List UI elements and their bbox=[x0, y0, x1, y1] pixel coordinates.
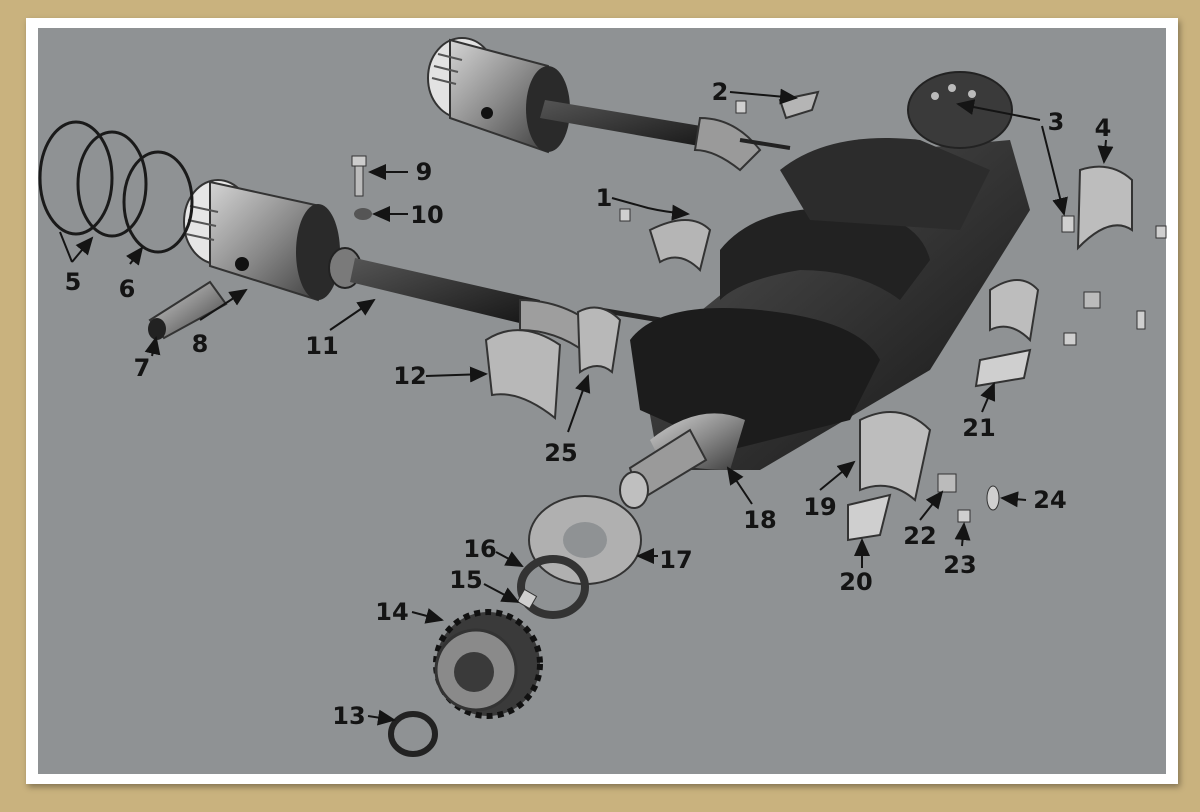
bearing-shells bbox=[484, 90, 1133, 542]
upper-connecting-rod bbox=[540, 100, 791, 172]
lower-connecting-rod bbox=[328, 247, 661, 354]
callout-22: 22 bbox=[903, 522, 937, 550]
callout-1: 1 bbox=[595, 184, 613, 212]
callout-18: 18 bbox=[743, 506, 777, 534]
callout-11: 11 bbox=[305, 332, 339, 360]
lower-piston bbox=[183, 179, 340, 302]
callout-19: 19 bbox=[803, 493, 837, 521]
upper-piston bbox=[427, 37, 570, 154]
callout-20: 20 bbox=[839, 568, 873, 596]
bolt-and-lock bbox=[351, 155, 372, 220]
callout-4: 4 bbox=[1094, 114, 1112, 142]
callout-23: 23 bbox=[943, 551, 977, 579]
callout-9: 9 bbox=[415, 158, 433, 186]
callout-7: 7 bbox=[133, 354, 151, 382]
small-fittings bbox=[619, 100, 1167, 523]
timing-gear bbox=[433, 609, 543, 719]
callout-10: 10 bbox=[410, 201, 444, 229]
callout-17: 17 bbox=[659, 546, 693, 574]
oil-slinger-and-washers bbox=[516, 495, 642, 619]
callout-6: 6 bbox=[118, 275, 136, 303]
callout-3: 3 bbox=[1047, 108, 1065, 136]
callout-5: 5 bbox=[64, 268, 82, 296]
leader-arrows bbox=[59, 88, 1114, 726]
crankshaft bbox=[619, 71, 1030, 509]
snap-ring bbox=[388, 711, 438, 757]
callout-13: 13 bbox=[332, 702, 366, 730]
callout-14: 14 bbox=[375, 598, 409, 626]
callout-12: 12 bbox=[393, 362, 427, 390]
callout-25: 25 bbox=[544, 439, 578, 467]
callout-16: 16 bbox=[463, 535, 497, 563]
piston-rings bbox=[38, 120, 194, 254]
callout-24: 24 bbox=[1033, 486, 1067, 514]
callout-2: 2 bbox=[711, 78, 729, 106]
callout-8: 8 bbox=[191, 330, 209, 358]
callout-21: 21 bbox=[962, 414, 996, 442]
callout-15: 15 bbox=[449, 566, 483, 594]
